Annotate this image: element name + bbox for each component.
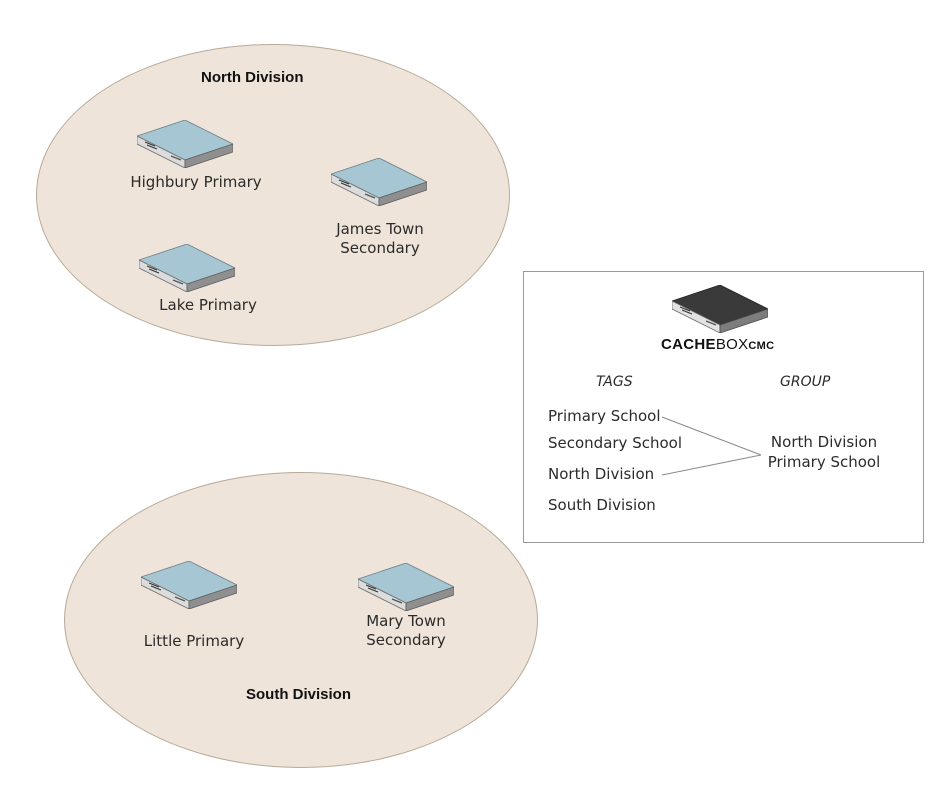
site-label: Highbury Primary bbox=[130, 173, 262, 191]
group-item: Primary School bbox=[767, 453, 881, 471]
brand-part-cmc: CMC bbox=[748, 340, 775, 352]
group-item: North Division bbox=[770, 433, 878, 451]
site-label: James Town Secondary bbox=[326, 220, 434, 258]
north-division-region bbox=[36, 44, 510, 346]
south-division-title: South Division bbox=[246, 686, 351, 703]
site-label-line: James Town bbox=[336, 220, 424, 238]
site-label-line: Mary Town bbox=[366, 612, 446, 630]
cachebox-cmc-panel: CACHEBOXCMC TAGS GROUP Primary School Se… bbox=[523, 271, 924, 543]
brand-part-box: BOX bbox=[715, 336, 749, 353]
south-division-region bbox=[64, 472, 538, 768]
site-label: Lake Primary bbox=[159, 296, 257, 314]
site-label: Little Primary bbox=[143, 632, 245, 650]
site-label-line: Secondary bbox=[366, 631, 446, 649]
cmc-appliance-icon bbox=[672, 285, 768, 333]
tag-group-connector bbox=[661, 416, 762, 476]
server-appliance-icon bbox=[137, 120, 233, 168]
server-appliance-icon bbox=[331, 158, 427, 206]
brand-part-cache: CACHE bbox=[661, 336, 716, 353]
north-division-title: North Division bbox=[201, 69, 304, 86]
tag-item: Primary School bbox=[548, 407, 661, 425]
server-appliance-icon bbox=[358, 563, 454, 611]
tags-header: TAGS bbox=[596, 374, 633, 390]
cachebox-cmc-logo: CACHEBOXCMC bbox=[661, 336, 774, 353]
site-label-line: Secondary bbox=[340, 239, 420, 257]
tag-item: North Division bbox=[548, 465, 655, 483]
server-appliance-icon bbox=[141, 561, 237, 609]
tag-item: Secondary School bbox=[548, 434, 683, 452]
group-header: GROUP bbox=[780, 374, 831, 390]
site-label: Mary Town Secondary bbox=[352, 612, 460, 650]
tag-item: South Division bbox=[548, 496, 656, 514]
server-appliance-icon bbox=[139, 244, 235, 292]
